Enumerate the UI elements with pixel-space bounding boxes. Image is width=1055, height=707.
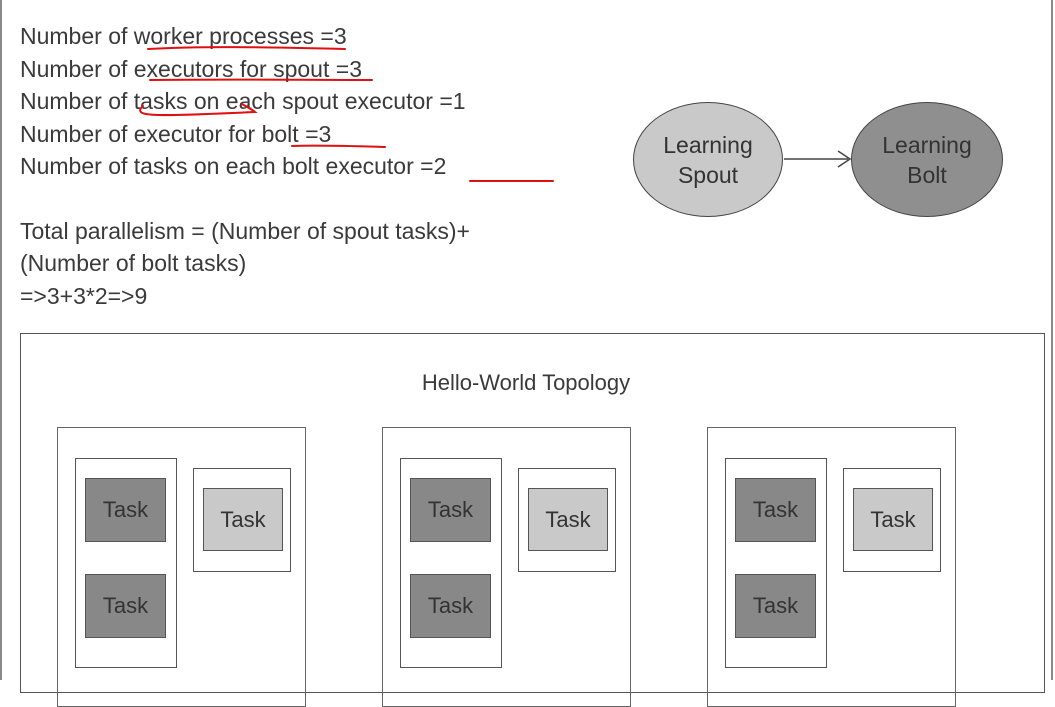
topology-title: Hello-World Topology [21, 370, 1031, 396]
total-result-line: =>3+3*2=>9 [20, 280, 470, 313]
spout-executor-1: Task Task [75, 458, 177, 668]
spout-task: Task [410, 478, 491, 542]
frame-right-border [1051, 0, 1053, 680]
bolt-task: Task [203, 488, 283, 551]
learning-spout-node: Learning Spout [633, 102, 783, 217]
worker-processes-line: Number of worker processes =3 [20, 20, 470, 53]
bolt-executors-line: Number of executor for bolt =3 [20, 118, 470, 151]
spout-task: Task [85, 574, 166, 638]
spout-label-line1: Learning [663, 130, 753, 160]
bolt-executor-2: Task [518, 468, 616, 572]
spout-executor-3: Task Task [725, 458, 827, 668]
bolt-executor-3: Task [843, 468, 941, 572]
frame-left-border [0, 0, 2, 680]
bolt-executor-1: Task [193, 468, 291, 572]
bolt-label-line1: Learning [882, 130, 972, 160]
spout-task: Task [735, 478, 816, 542]
bolt-task: Task [853, 488, 933, 551]
spout-label-line2: Spout [678, 160, 738, 190]
bolt-task: Task [528, 488, 608, 551]
hello-world-topology-box: Hello-World Topology Task Task Task Task… [20, 333, 1045, 693]
learning-bolt-node: Learning Bolt [851, 102, 1003, 217]
worker-process-1: Task Task Task [57, 427, 306, 707]
worker-process-2: Task Task Task [382, 427, 631, 707]
spout-task: Task [735, 574, 816, 638]
bolt-label-line2: Bolt [907, 160, 947, 190]
spout-task: Task [85, 478, 166, 542]
total-parallelism-line: Total parallelism = (Number of spout tas… [20, 215, 470, 248]
worker-process-3: Task Task Task [707, 427, 956, 707]
spout-task: Task [410, 574, 491, 638]
parallelism-text-block: Number of worker processes =3 Number of … [20, 20, 470, 312]
bolt-tasks-term-line: (Number of bolt tasks) [20, 247, 470, 280]
spout-tasks-line: Number of tasks on each spout executor =… [20, 85, 470, 118]
bolt-tasks-line: Number of tasks on each bolt executor =2 [20, 150, 470, 183]
spout-executor-2: Task Task [400, 458, 502, 668]
spout-executors-line: Number of executors for spout =3 [20, 53, 470, 86]
